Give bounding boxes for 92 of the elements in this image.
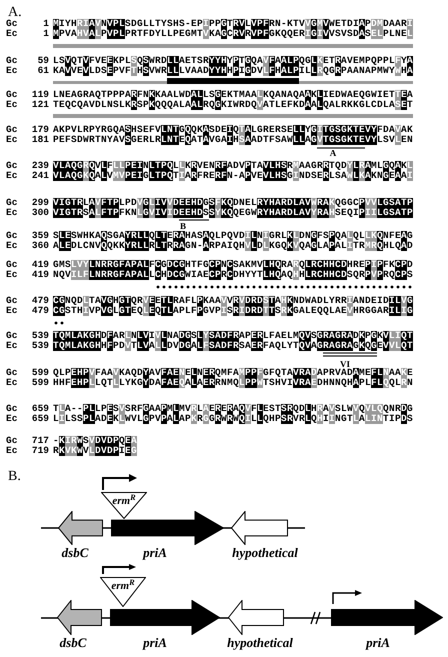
residue-number: 479: [30, 306, 49, 316]
residue-number: 1: [42, 19, 49, 29]
sequence-text: TQMLAKGHDFARLNLVIVLNADGSLYSADFRAPERLFAELMQVSGRAGRADKPGKVLIQT: [53, 331, 413, 341]
sequence-text: VLAQGKQALVMVPEIGLTPQTIARFRERFN-APVEVLHSGINDSERLSAWLKAKNGEAAI: [53, 171, 413, 181]
residue-number: 121: [30, 100, 49, 110]
species-label: Ec: [6, 341, 18, 351]
motif-label: A: [330, 149, 336, 158]
sequence-text: VIGTRLAVFTPLPDVGLIVVDEEHDGSFKQDNELRYHARDLAVWRAKQGGCPVVLGSATP: [53, 198, 413, 208]
species-label: Gc: [6, 231, 18, 241]
residue-number: 419: [30, 270, 49, 280]
residue-number: 179: [30, 125, 49, 135]
gene-label: priA: [143, 636, 167, 650]
species-label: Gc: [6, 90, 18, 100]
sequence-text: MIYHRIAVNVPLSDGLLTYSHS-EPIPPGTRVLVPFRN-KTVVGMVWETDIAPDMDAARI: [53, 19, 413, 29]
residue-number: 299: [30, 198, 49, 208]
species-label: Ec: [6, 66, 18, 76]
sequence-text: KAVVEVLDSEPVFTHSVWRLLLVAADYYHHPIGDVLFHALPILLRQGRPAANAPMWYWHA: [53, 66, 413, 76]
sequence-text: CGNQDLTAVGHGTQRVEETLRAFLPKAAVVRVDRDSTAHKNDWADLYRRIANDEIDILVG: [53, 296, 413, 306]
sequence-text: GMSLVYLNRRGFAPALFCGDCGHTFGCPNCSAKMVLHQRARQLRCHHCDHREPIPFKCPD: [53, 260, 413, 270]
residue-number: 659: [30, 404, 49, 414]
species-label: Gc: [6, 404, 18, 414]
sequence-text: VIGTRSALFTPFKNLGVIVIDEEHDSSYKQQEGWRYHARDLAVYRAHSEQIPIILGSATP: [53, 208, 413, 218]
sequence-text: VLAQGRQVLFLLPEINLTPQLLKRVENRFADVPTAVLHSRMAAGRRTQDYLRAMLGQAKL: [53, 161, 413, 171]
species-label: Ec: [6, 208, 18, 218]
cassette-label: erm$^{R}$: [111, 495, 137, 507]
species-label: Ec: [6, 171, 18, 181]
residue-number: 719: [30, 446, 49, 456]
sequence-text: ALEDLCNVQQKKYRLLRLTRRAGN-ARPAIQHVLDLKGQKVQAGLAPALITRMRQHLQAD: [53, 241, 413, 251]
species-label: Ec: [6, 306, 18, 316]
panel-label: B.: [8, 470, 21, 484]
residue-number: 359: [30, 231, 49, 241]
sequence-text: SLESWHKAQSGAYRLLQLTERAHASAQLPQVDILNIGRLKLDNGFSPQALQLLKQNFEAG: [53, 231, 413, 241]
sequence-text: TQMLAKGHHFPDVTLVALLDVDGALFSADFRSAERFAQLYTQVAGRAGRAGKQGEVVLQT: [53, 341, 413, 351]
species-label: Ec: [6, 378, 18, 388]
sequence-text: NQVILFLNRRGFAPALLCHDCGWIAECPRCDHYYTLHQAQHHLRCHHCDSQRPVPRQCPS: [53, 270, 413, 280]
residue-number: 539: [30, 341, 49, 351]
gene-label: hypothetical: [232, 546, 298, 560]
species-label: Ec: [6, 241, 18, 251]
residue-number: 717: [30, 436, 49, 446]
sequence-text: CGSTHIVPVGLGTEQLEQTLAPLFPGVPISRIDRDTTSRKGALEQQLAEVHRGGARILIG: [53, 306, 413, 316]
sequence-text: LILSSPLADEKLWVLGPVPALAPKRGGRWRWQILLQHPSRVRLQHIINGTLALINTIPDS: [53, 414, 413, 424]
residue-number: 119: [30, 90, 49, 100]
species-label: Ec: [6, 270, 18, 280]
residue-number: 419: [30, 260, 49, 270]
species-label: Gc: [6, 331, 18, 341]
species-label: Gc: [6, 436, 18, 446]
gene-label: dsbC: [60, 636, 86, 650]
gene-label: hypothetical: [227, 636, 293, 650]
species-label: Ec: [6, 100, 18, 110]
species-label: Gc: [6, 198, 18, 208]
species-label: Ec: [6, 29, 18, 39]
motif-label: VI: [340, 360, 350, 369]
species-label: Gc: [6, 125, 18, 135]
sequence-text: AKPVLRPYRGQASHSEFVLNTGQQKASDEIQTALGRERSELLYGITGSGKTEVYFDAVAK: [53, 125, 413, 135]
species-label: Gc: [6, 19, 18, 29]
residue-number: 241: [30, 171, 49, 181]
sequence-text: TEQCQAVDLNSLKRSPKQQQALAALRQGKIWRDQVATLEFKDAALQALRKKGLCDLASET: [53, 100, 413, 110]
residue-number: 59: [36, 56, 49, 66]
residue-number: 181: [30, 135, 49, 145]
residue-number: 479: [30, 296, 49, 306]
species-label: Ec: [6, 414, 18, 424]
species-label: Ec: [6, 135, 18, 145]
residue-number: 360: [30, 241, 49, 251]
sequence-text: MPVAHVALPVPLPRTFDYLLPEGMTVKAGCRVRVPFGKQQERIGIVVSVSDASELPLNEL: [53, 29, 413, 39]
sequence-text: LSVQTVFVEEKPLSQSWRDLLAETSRYYHYPTGQAVFAALPQGLKETRAVEMPQPPLFYA: [53, 56, 413, 66]
residue-number: 1: [42, 29, 49, 39]
sequence-text: RKVKWVLDVDPIEG: [53, 446, 137, 456]
panel-label: A.: [8, 6, 22, 20]
gene-label: priA: [366, 636, 390, 650]
species-label: Gc: [6, 368, 18, 378]
sequence-text: LNEAGRAQTPPPARFNKKAALWDALLSGEKTMAALKQANAQAAKLIEDWAEQGWIETTEA: [53, 90, 413, 100]
species-label: Gc: [6, 260, 18, 270]
sequence-text: HHFEHPLLQTLLYKGYDAFAEQALAERRNMQLPPWTSHVIVRAEDHNNQHAPLFLQQLRN: [53, 378, 413, 388]
gene-label: dsbC: [62, 546, 88, 560]
species-label: Ec: [6, 446, 18, 456]
residue-number: 539: [30, 331, 49, 341]
residue-number: 61: [36, 66, 49, 76]
sequence-text: QLPEHPVFAAVKAQDYAVFAENELNERQMFAMPPFGFQTAVRADAPRVADAMEFLNAAKE: [53, 368, 413, 378]
species-label: Gc: [6, 161, 18, 171]
cassette-label: erm$^{R}$: [110, 580, 136, 592]
sequence-text: PEFSDWRTNYAVSGERLRLNTEQATAVGAIHSAADTFSAWLLAGVTGSGKTEVYLSVLEN: [53, 135, 413, 145]
gene-label: priA: [143, 546, 167, 560]
species-label: Gc: [6, 56, 18, 66]
sequence-text: -KIRWSVDVDPQEA: [53, 436, 137, 446]
residue-number: 300: [30, 208, 49, 218]
residue-number: 239: [30, 161, 49, 171]
residue-number: 599: [30, 368, 49, 378]
residue-number: 599: [30, 378, 49, 388]
species-label: Gc: [6, 296, 18, 306]
motif-label: B: [180, 222, 186, 231]
residue-number: 659: [30, 414, 49, 424]
sequence-text: TLA--PLLPESVSRFGAAPMLMVRLAERERAQVFLESTSRQDLHRAVSLWVQVLQQNRDG: [53, 404, 413, 414]
